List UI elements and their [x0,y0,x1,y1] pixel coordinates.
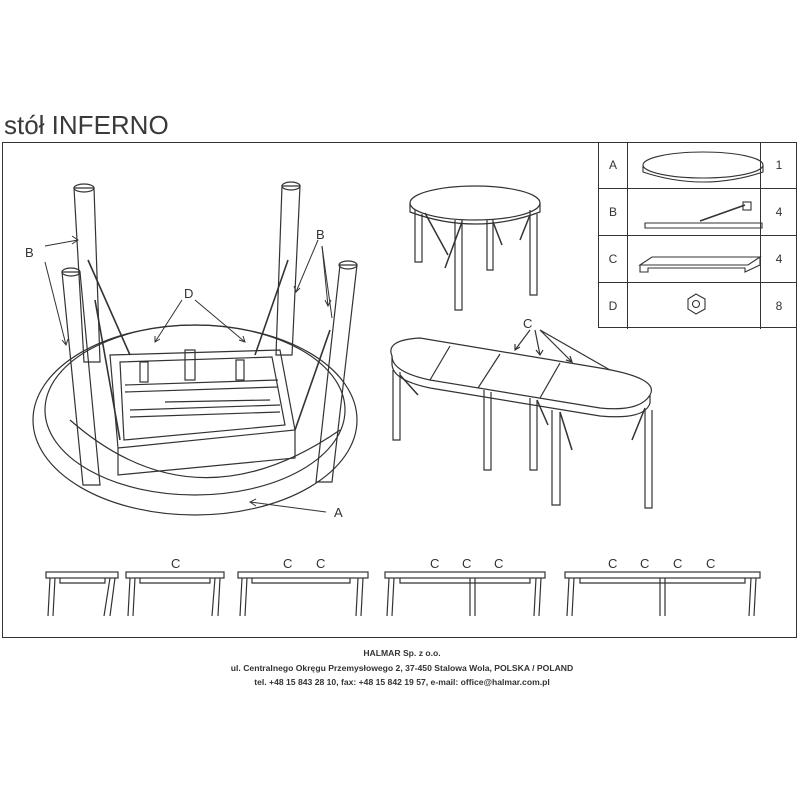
callout-d: D [184,286,194,301]
parts-row: D 8 [599,282,797,329]
stage-label: C [673,556,683,571]
part-quantity: 1 [760,142,797,189]
extended-table-illustration [390,329,653,509]
part-quantity: 8 [760,282,797,329]
part-letter: C [599,235,628,283]
callout-a: A [334,505,343,520]
page-title: stół INFERNO [4,110,169,140]
part-letter: B [599,188,628,236]
stage-label: C [462,556,472,571]
stage-label: C [430,556,440,571]
part-quantity: 4 [760,188,797,236]
part-image [627,282,761,329]
stage-label: C [494,556,504,571]
parts-row: B 4 [599,188,797,236]
part-image [627,188,761,236]
stage-label: C [640,556,650,571]
callout-b-left: B [25,245,34,260]
parts-row: A 1 [599,142,797,189]
footer-company: HALMAR Sp. z o.o. [363,648,441,658]
stage-label: C [171,556,181,571]
stage-label: C [283,556,293,571]
diagram-frame [2,142,797,638]
footer-address: ul. Centralnego Okręgu Przemysłowego 2, … [230,663,574,673]
part-image [627,235,761,283]
stage-label: C [706,556,716,571]
part-letter: D [599,282,628,329]
extension-stages-illustration [45,571,761,617]
assembled-round-table-illustration [409,185,541,311]
part-quantity: 4 [760,235,797,283]
part-image [628,142,761,189]
upside-down-table-illustration [32,181,358,516]
callout-c-extended: C [523,316,533,331]
stage-label: C [608,556,618,571]
footer-contact: tel. +48 15 843 28 10, fax: +48 15 842 1… [254,677,550,687]
callout-b-right: B [316,227,325,242]
stage-label: C [316,556,326,571]
part-letter: A [599,142,628,189]
parts-row: C 4 [599,235,797,283]
parts-list: A 1 B 4 C 4 D 8 [598,142,797,329]
